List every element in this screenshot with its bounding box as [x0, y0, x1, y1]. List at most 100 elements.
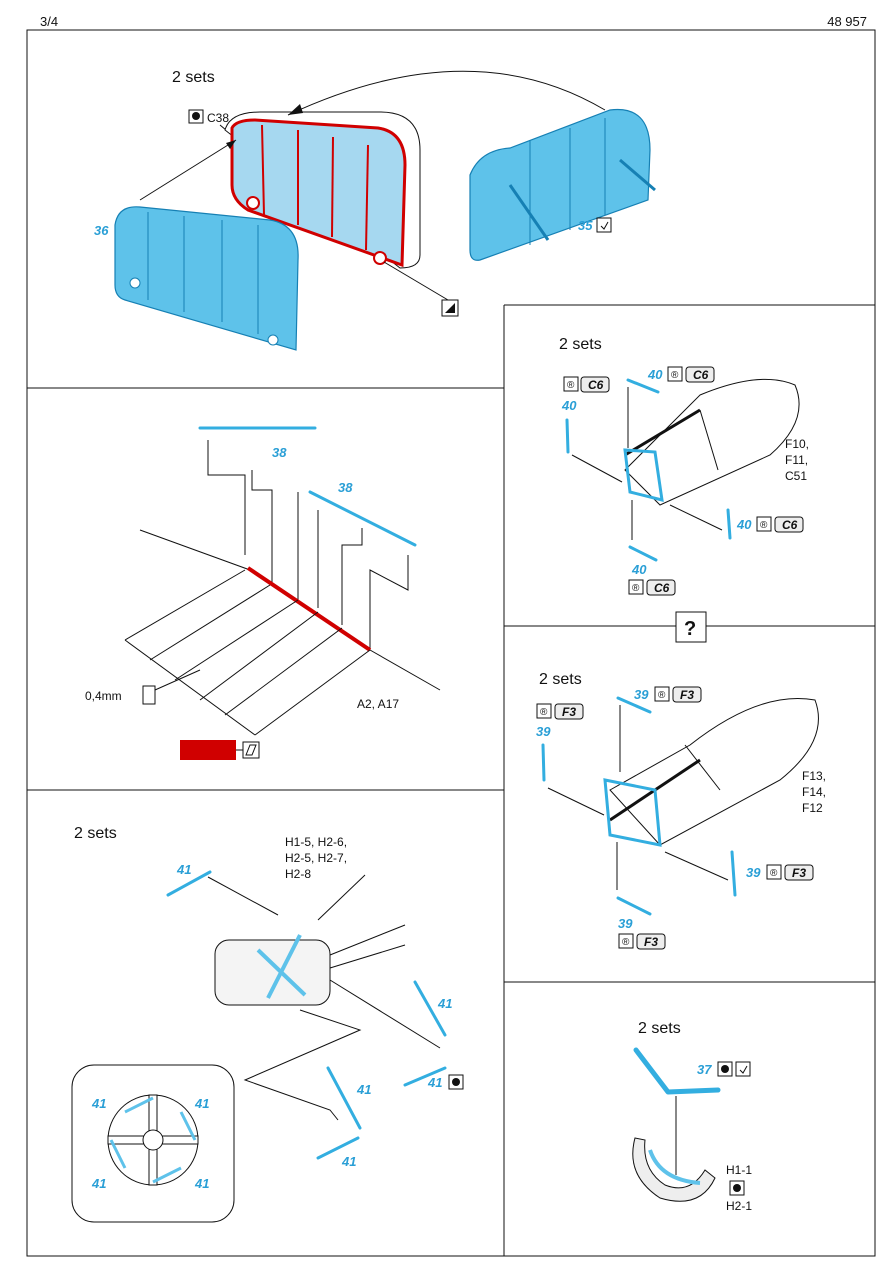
- bend-icon: [452, 1078, 460, 1086]
- part-41: [326, 1066, 362, 1130]
- sets-label: 2 sets: [74, 825, 117, 842]
- part-number-38: 38: [272, 445, 287, 460]
- section-bomb-f3: 2 sets F13, F14, F12 ® F3 39 39 ® F3 39 …: [536, 671, 826, 950]
- leader: [154, 669, 201, 691]
- sets-label: 2 sets: [539, 671, 582, 688]
- tag-c6-text: C6: [693, 368, 709, 382]
- bracket-part: [632, 1137, 716, 1202]
- bomb-ring: [684, 744, 721, 791]
- part-number-41: 41: [176, 862, 191, 877]
- leader: [669, 504, 723, 531]
- wing-line: [174, 599, 299, 681]
- part-number-38: 38: [338, 480, 353, 495]
- leader: [207, 440, 246, 555]
- bend-icon: [192, 112, 200, 120]
- symbol-fold: [596, 217, 612, 233]
- part-40: [628, 545, 658, 562]
- part-number-40: 40: [736, 517, 752, 532]
- bomb-body: [609, 697, 819, 846]
- engine-mount: [214, 939, 331, 1006]
- section-panels: 2 sets C38 36: [94, 69, 656, 351]
- transfer-arrow: [287, 70, 606, 116]
- leader: [547, 787, 605, 816]
- leader: [369, 555, 409, 650]
- ref-f10-l1: F10,: [785, 437, 809, 451]
- wing-line: [124, 569, 246, 641]
- part-39: [616, 896, 652, 916]
- fin-brace: [623, 448, 664, 502]
- ref-h-line2: H2-5, H2-7,: [285, 851, 347, 865]
- panel-hole: [129, 277, 141, 289]
- part-41: [166, 870, 212, 897]
- part-41: [403, 1066, 447, 1087]
- part-number-41: 41: [437, 996, 452, 1011]
- symbol-paint-red: [242, 741, 260, 759]
- tag-c6-text: C6: [782, 518, 798, 532]
- leader: [571, 454, 623, 483]
- section-bracket: 2 sets 37 H1-1 H2-1: [632, 1020, 752, 1213]
- tag-c6: [646, 579, 676, 596]
- tag-c6-text: C6: [588, 378, 604, 392]
- drill-icon: [142, 685, 156, 705]
- tube: [329, 924, 406, 956]
- part-35: [469, 108, 651, 261]
- part-number-35: 35: [578, 218, 593, 233]
- part-40: [726, 508, 732, 540]
- fin-brace: [603, 778, 662, 847]
- symbol-bend: [766, 864, 782, 880]
- bend-icon: [733, 1184, 741, 1192]
- symbol-bend: [654, 686, 670, 702]
- strut: [266, 934, 302, 999]
- frame-rib: [331, 136, 334, 238]
- part-39: [730, 850, 737, 897]
- part-39: [616, 696, 652, 714]
- panel-hole: [267, 334, 279, 346]
- tag-c6: [774, 516, 804, 533]
- part-number-40: 40: [647, 367, 663, 382]
- leader: [243, 1009, 362, 1121]
- inset-struts: [109, 1096, 197, 1184]
- tag-c6: [685, 366, 715, 383]
- part-number-39: 39: [536, 724, 551, 739]
- r-icon: ®: [671, 370, 679, 381]
- ref-h-line1: H1-5, H2-6,: [285, 835, 347, 849]
- alternative-box: [675, 611, 707, 643]
- fit-area: [230, 118, 407, 268]
- leader: [317, 874, 366, 921]
- sets-label: 2 sets: [638, 1020, 681, 1037]
- part-number-39: 39: [618, 916, 633, 931]
- wing-line: [199, 611, 319, 701]
- part-number-39: 39: [634, 687, 649, 702]
- leader: [139, 139, 237, 201]
- part-40: [565, 418, 570, 454]
- fold-icon: [600, 221, 609, 230]
- drill-size: 0,4mm: [85, 689, 122, 703]
- part-number-41: 41: [91, 1176, 106, 1191]
- page-number: 3/4: [40, 14, 59, 29]
- part-38: [308, 490, 417, 547]
- fit-area: [648, 1149, 701, 1185]
- part-37: [633, 1047, 721, 1095]
- symbol-fold: [735, 1061, 751, 1077]
- question-mark: ?: [684, 618, 696, 640]
- frame-hole: [246, 196, 260, 210]
- bracket: [508, 184, 550, 241]
- section-engine: 2 sets H1-5, H2-6, H2-5, H2-7, H2-8 41 4…: [71, 825, 464, 1223]
- paint-icon: [445, 303, 455, 313]
- part-41: [316, 1136, 360, 1160]
- wing-line: [254, 649, 371, 736]
- ref-f13-l2: F14,: [802, 785, 826, 799]
- tag-f3: [636, 933, 666, 950]
- tag-f3-text: F3: [562, 705, 576, 719]
- sets-label: 2 sets: [559, 336, 602, 353]
- r-icon: ®: [632, 583, 640, 594]
- leader: [329, 979, 441, 1049]
- bracket: [619, 158, 656, 192]
- section-bomb-c6: 2 sets F10, F11, C51 ® C6 40 40 ® C6 40 …: [559, 336, 809, 596]
- symbol-bend: [563, 376, 579, 392]
- part-number-39: 39: [746, 865, 761, 880]
- tag-f3-text: F3: [680, 688, 694, 702]
- tag-f3: [672, 686, 702, 703]
- page-frame: [26, 29, 876, 1257]
